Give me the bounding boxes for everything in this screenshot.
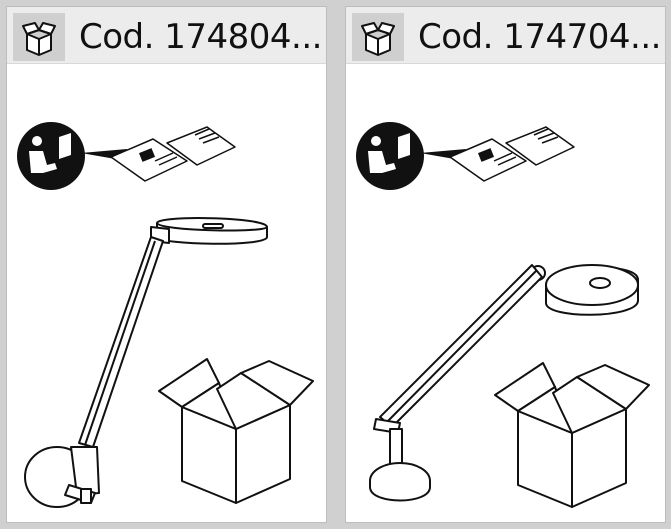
read-manual-icon [17, 122, 85, 190]
instruction-sheets [449, 126, 575, 182]
product-card-desk-lamp: Cod. 174704... [345, 6, 666, 523]
instruction-sheets [110, 126, 236, 182]
product-code: Cod. 174804... [79, 17, 322, 57]
package-box-icon [352, 13, 404, 61]
desk-arm-lamp [369, 264, 639, 502]
product-card-wall-lamp: Cod. 174804... [6, 6, 327, 523]
product-illustration [356, 122, 650, 508]
product-code: Cod. 174704... [418, 17, 661, 57]
package-box-icon [13, 13, 65, 61]
product-header: Cod. 174704... [346, 7, 665, 64]
read-manual-icon [356, 122, 424, 190]
package-box-illustration [494, 362, 650, 508]
product-header: Cod. 174804... [7, 7, 326, 64]
wall-mounted-arm-lamp [24, 217, 268, 508]
product-illustration [17, 122, 314, 508]
package-box-illustration [158, 358, 314, 504]
